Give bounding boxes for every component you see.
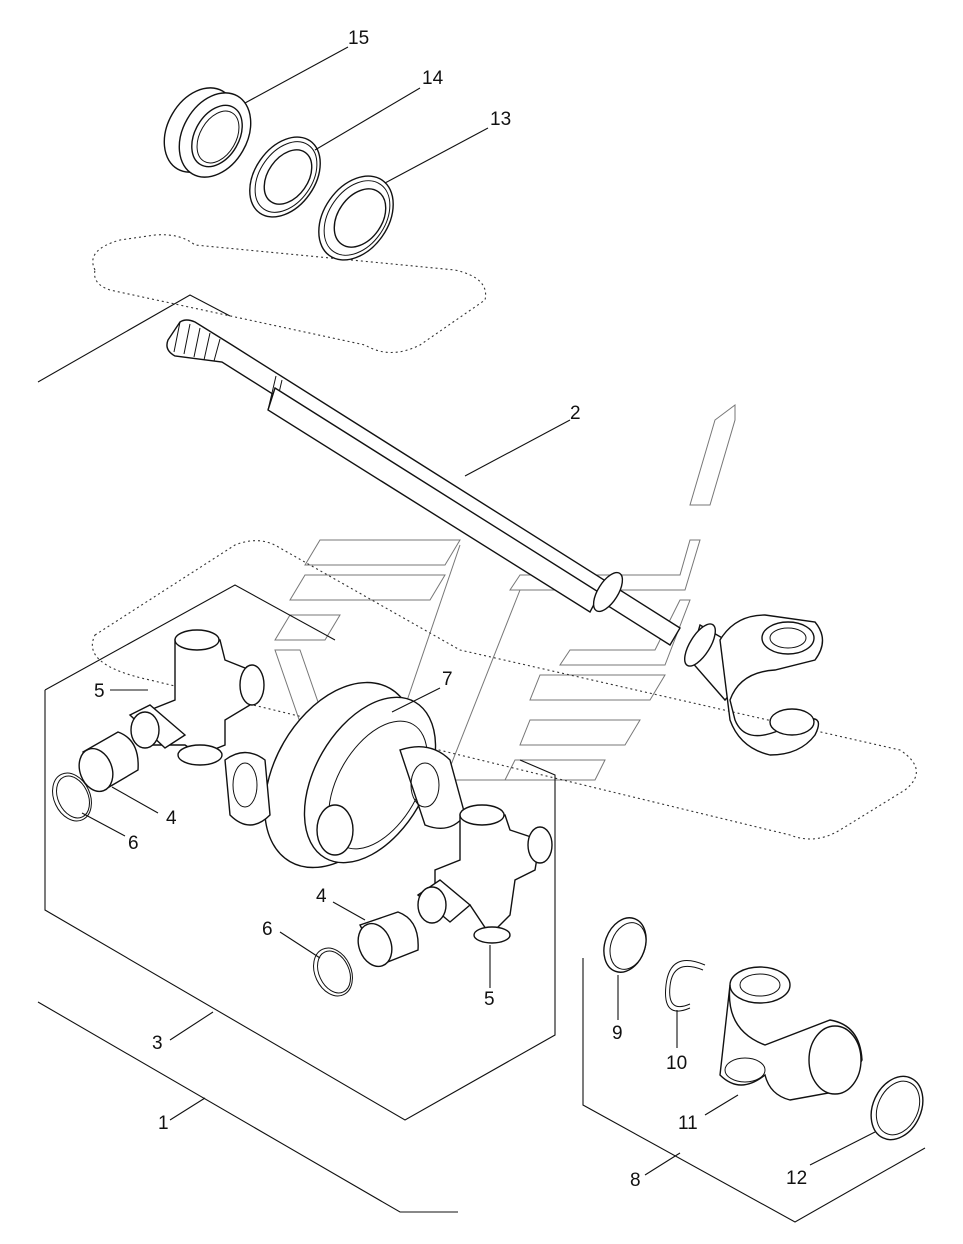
snap-ring-part-6-left bbox=[52, 772, 92, 822]
phantom-outline-upper bbox=[92, 234, 487, 354]
callout-12: 12 bbox=[786, 1168, 807, 1189]
brand-logo-watermark bbox=[274, 404, 736, 781]
snap-ring-part-6-right bbox=[313, 947, 353, 997]
callout-14: 14 bbox=[422, 68, 444, 89]
callout-9: 9 bbox=[612, 1023, 623, 1044]
callout-7: 7 bbox=[442, 669, 453, 690]
leader-lines bbox=[81, 46, 876, 1176]
assembly-outline-1 bbox=[37, 1001, 458, 1213]
callout-4-right: 4 bbox=[316, 886, 327, 907]
bearing-part-15 bbox=[163, 87, 252, 178]
assembly-outline-3 bbox=[44, 584, 556, 1121]
callout-6-left: 6 bbox=[128, 833, 139, 854]
callout-labels: 15 14 13 2 7 5 4 6 4 6 5 3 1 9 10 11 8 1… bbox=[94, 28, 807, 1191]
ring-part-9 bbox=[603, 917, 647, 973]
seal-part-14 bbox=[249, 136, 321, 218]
callout-11: 11 bbox=[678, 1113, 698, 1134]
assembly-outline-8 bbox=[582, 958, 926, 1223]
bearing-cap-part-4-right bbox=[357, 911, 419, 968]
callout-8: 8 bbox=[630, 1170, 641, 1191]
center-yoke-part-7 bbox=[224, 681, 466, 869]
shaft-outline-2 bbox=[37, 294, 231, 383]
callout-3: 3 bbox=[152, 1033, 163, 1054]
seal-part-12 bbox=[870, 1075, 924, 1141]
axle-shaft-part-2 bbox=[166, 319, 824, 756]
universal-joint-cross-left bbox=[128, 629, 265, 766]
callout-4-left: 4 bbox=[166, 808, 177, 829]
bearing-cap-part-4-left bbox=[78, 731, 139, 793]
callout-5-right: 5 bbox=[484, 989, 495, 1010]
callout-6-right: 6 bbox=[262, 919, 273, 940]
snap-ring-part-10 bbox=[665, 960, 706, 1012]
seal-part-13 bbox=[318, 175, 394, 261]
callout-2: 2 bbox=[570, 403, 581, 424]
callout-13: 13 bbox=[490, 109, 511, 130]
phantom-outline-lower bbox=[91, 540, 917, 840]
callout-1: 1 bbox=[158, 1113, 169, 1134]
callout-5-left: 5 bbox=[94, 681, 105, 702]
slip-yoke-part-11 bbox=[719, 966, 863, 1101]
callout-15: 15 bbox=[348, 28, 369, 49]
universal-joint-cross-right bbox=[416, 804, 553, 944]
callout-10: 10 bbox=[666, 1053, 687, 1074]
